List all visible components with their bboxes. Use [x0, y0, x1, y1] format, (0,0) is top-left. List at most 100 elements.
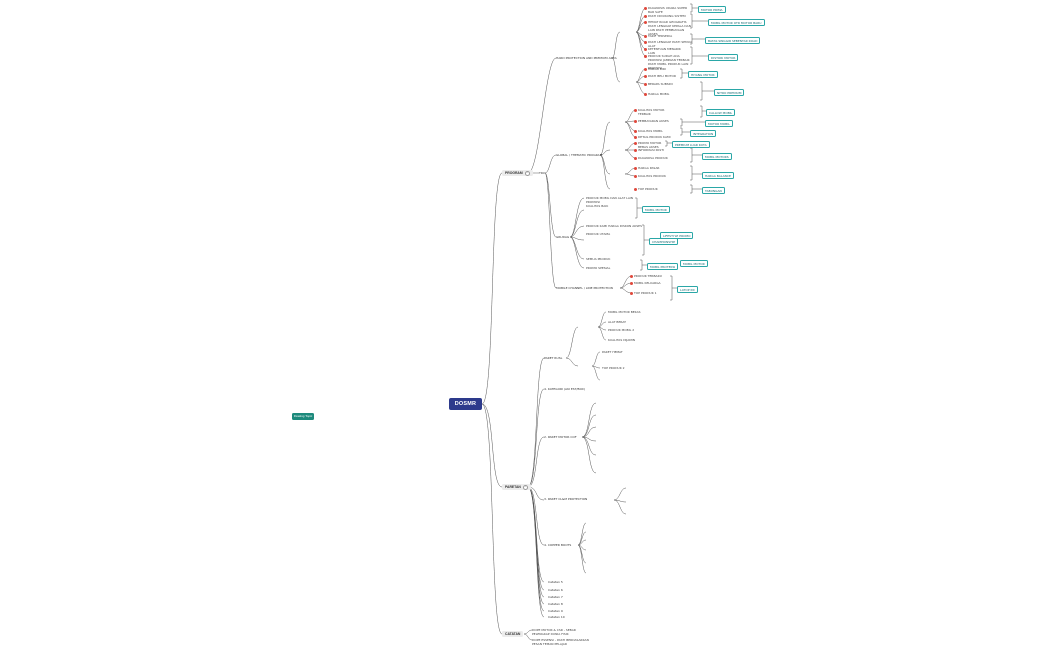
subtopic[interactable]: Catatan 9 — [548, 609, 563, 613]
subtopic[interactable]: HARD PROTECTION AND PREMIUM AREA — [556, 56, 617, 60]
leaf-topic[interactable]: DETAIL PRODUK KAMI — [638, 135, 671, 139]
subtopic[interactable]: GLOBAL / THEMATIC PROGRAM — [556, 153, 603, 157]
label-tag[interactable]: MOBIL MOTOR OTR MOTOR BARU — [708, 19, 765, 26]
subtopic[interactable]: Catatan 8 — [548, 602, 563, 606]
leaf-topic[interactable]: KETENTUAN MENARIK LAIN — [648, 47, 681, 55]
leaf-topic[interactable]: HEMAT ROAD GEOGRAFIS PASTI LENGKAP KEPAL… — [648, 20, 691, 36]
marker-dot-icon — [634, 174, 637, 178]
subtopic[interactable]: Catatan 10 — [548, 615, 565, 619]
label-tag[interactable]: HIYANG MOTOR — [688, 71, 718, 78]
leaf-topic[interactable]: HARGA DIRI — [648, 67, 666, 71]
leaf-topic[interactable]: HARGA MOBIL — [648, 92, 670, 96]
main-topic-program[interactable]: PROGRAM− — [502, 170, 533, 176]
marker-dot-icon — [634, 119, 637, 123]
marker-dot-icon — [630, 291, 633, 295]
leaf-topic[interactable]: KUALITAS BAIK — [586, 204, 609, 208]
marker-dot-icon — [644, 54, 647, 58]
leaf-topic[interactable]: KUALITAS MOTOR TERBAIK — [638, 108, 665, 116]
subtopic[interactable]: 2. PARET MOTOR COF — [544, 435, 577, 439]
leaf-topic[interactable]: MOBIL KELUARGA — [634, 281, 661, 285]
leaf-topic[interactable]: TARIF TERSEDIA — [648, 34, 673, 38]
subtopic[interactable]: Catatan 5 — [548, 580, 563, 584]
leaf-topic[interactable]: PRODUK MOBIL DAN ALAT LAIN PROMOSI — [586, 196, 634, 204]
collapse-icon[interactable]: − — [524, 170, 530, 176]
marker-dot-icon — [634, 187, 637, 191]
label-tag[interactable]: MOBIL MOTOR — [680, 260, 708, 267]
subtopic[interactable]: Catatan 6 — [548, 588, 563, 592]
label-tag[interactable]: DISTORI MOTOR — [708, 54, 739, 61]
main-topic-paretan[interactable]: PARETAN− — [502, 484, 531, 490]
main-topic-catatan[interactable]: CATATAN — [502, 631, 524, 637]
label-tag[interactable]: LATOP INI — [677, 286, 698, 293]
marker-dot-icon — [634, 129, 637, 133]
marker-dot-icon — [634, 166, 637, 170]
label-tag[interactable]: HARGA BALANCE — [702, 172, 734, 179]
subtopic[interactable]: GRUDAG — [556, 235, 570, 239]
collapse-icon[interactable]: − — [522, 484, 528, 490]
leaf-topic[interactable]: PROMO SPESIAL — [586, 266, 611, 270]
central-topic[interactable]: DOSMR — [449, 398, 482, 410]
marker-dot-icon — [634, 156, 637, 160]
leaf-topic[interactable]: TOP PRODUK 2 — [602, 366, 625, 370]
subtopic[interactable]: PARET RUSL — [544, 356, 563, 360]
marker-dot-icon — [644, 92, 647, 96]
leaf-topic[interactable]: MOBIL MOTOR BEKAS — [608, 310, 641, 314]
label-tag[interactable]: LIFESTYLE PROMO — [660, 232, 694, 239]
label-tag[interactable]: BATAS SINGGIR SEBENTAR ROAD — [705, 37, 761, 44]
note-text[interactable]: DOPE ESSENSI - PASTI BERDASARKAN PESAN T… — [532, 638, 589, 646]
leaf-topic[interactable]: PRODUK MOBIL 2 — [608, 328, 635, 332]
label-tag[interactable]: MOBIL MOTOR — [642, 206, 670, 213]
leaf-topic[interactable]: SEMUA PRODUK — [586, 257, 611, 261]
leaf-topic[interactable]: ALAT BERAT — [608, 320, 626, 324]
subtopic[interactable]: MOBILE CHANNEL / LINE PROTECTION — [556, 286, 613, 290]
label-tag[interactable]: PREMIUM LUAR KOTA — [672, 141, 710, 148]
marker-dot-icon — [644, 74, 647, 78]
leaf-topic[interactable]: PRODUK TERBARU — [634, 274, 662, 278]
leaf-topic[interactable]: DIAGNOSA PRODUK — [638, 156, 668, 160]
label-tag[interactable]: MOTOR MOBIL — [705, 120, 733, 127]
subtopic[interactable]: TRX — [539, 171, 545, 175]
leaf-topic[interactable]: KUALITAS MOBIL — [638, 129, 663, 133]
marker-dot-icon — [634, 135, 637, 139]
label-tag[interactable]: MOBIL PROTEKSI — [647, 263, 679, 270]
leaf-topic[interactable]: PRODUK KAMI HARGA DISKON AKSES — [586, 224, 642, 228]
marker-dot-icon — [634, 148, 637, 152]
label-tag[interactable]: MOTOR PRIMA — [698, 6, 726, 13]
leaf-topic[interactable]: PAKET HEMAT — [602, 350, 623, 354]
leaf-topic[interactable]: TOP PRODUK — [638, 187, 658, 191]
leaf-topic[interactable]: DIAGNOSIS UDARA SUPER BAR SAFE — [648, 6, 688, 14]
main-topic-label: PARETAN — [505, 485, 521, 489]
marker-dot-icon — [644, 82, 647, 86]
leaf-topic[interactable]: PASTI DIDUKUNG SISTEM — [648, 14, 686, 18]
leaf-topic[interactable]: PRODUK SUDAH ADA PROMOSI JAMINAN TERBAIK… — [648, 54, 690, 70]
subtopic[interactable]: Catatan 7 — [548, 595, 563, 599]
leaf-topic[interactable]: PROMO MOTOR BEBAS AKSES — [638, 141, 662, 149]
leaf-topic[interactable]: TOP PRODUK 1 — [634, 291, 657, 295]
label-tag[interactable]: MOBIL MOTORS — [702, 153, 732, 160]
floating-topic[interactable]: Floating Topic — [292, 413, 314, 420]
leaf-topic[interactable]: PRODUK UTAMA — [586, 232, 611, 236]
leaf-topic[interactable]: KUALITAS DIJAMIN — [608, 338, 635, 342]
leaf-topic[interactable]: PASTI LENGKAP PASTI SEMUA ALAT — [648, 40, 692, 48]
label-tag[interactable]: TABUNGAN — [702, 187, 725, 194]
label-tag[interactable]: CALLOW MOBIL — [706, 109, 736, 116]
marker-dot-icon — [644, 20, 647, 24]
label-tag[interactable]: NITRO PREMIUM — [714, 89, 745, 96]
subtopic[interactable]: 4. KATEGORI (AKI EST/BOX) — [544, 387, 585, 391]
leaf-topic[interactable]: BERAPA SUBSIDI — [648, 82, 673, 86]
label-tag[interactable]: CHAMPIONSHIP — [649, 238, 679, 245]
leaf-topic[interactable]: PASTI BELI MOTOR — [648, 74, 676, 78]
label-tag[interactable]: INTEGRATION — [690, 130, 717, 137]
subtopic[interactable]: 3. PARET CL&M PROTECTION — [544, 497, 588, 501]
leaf-topic[interactable]: HARGA PASAR — [638, 166, 660, 170]
leaf-topic[interactable]: PEMBAYARAN AKSES — [638, 119, 669, 123]
note-text[interactable]: DOPE MOTOR & CSR - SEBAR PELENGKAP DUNIA… — [532, 628, 576, 636]
marker-dot-icon — [634, 141, 637, 145]
subtopic[interactable]: 4. COPPER BOOTS — [544, 543, 572, 547]
marker-dot-icon — [644, 14, 647, 18]
leaf-topic[interactable]: KUALITAS PRODUK — [638, 174, 666, 178]
marker-dot-icon — [634, 108, 637, 112]
leaf-topic[interactable]: INFORMASI PASTI — [638, 148, 664, 152]
